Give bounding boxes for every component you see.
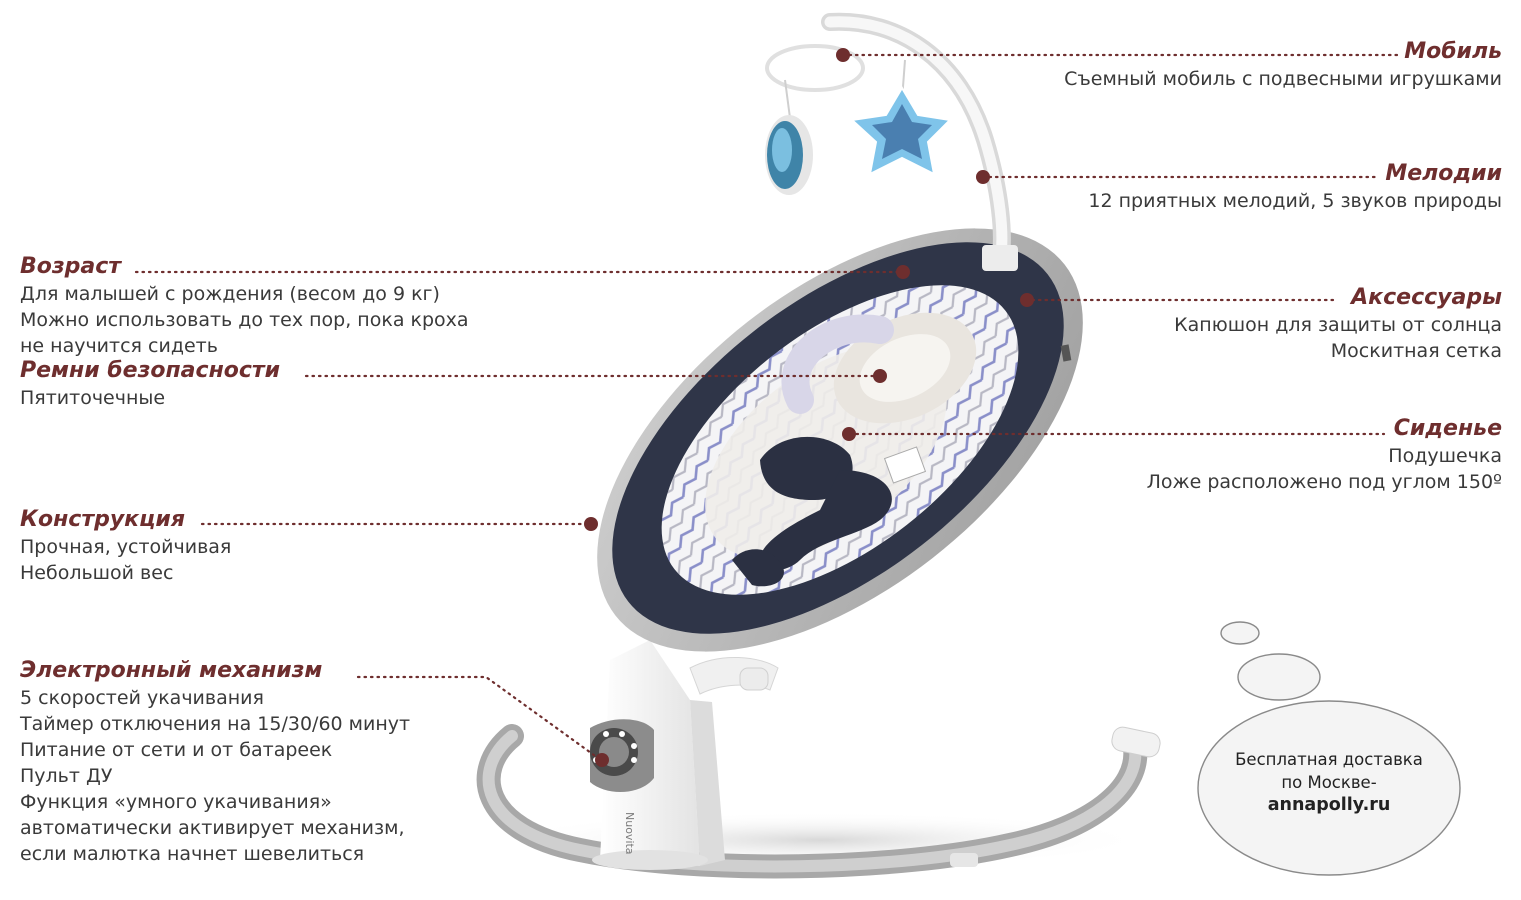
mobile-arm: [765, 12, 1018, 271]
feature-mechanism-line: Функция «умного укачивания»: [20, 791, 332, 813]
callout-dot-accessories: [1020, 293, 1034, 307]
delivery-line-2: по Москве-: [1281, 773, 1377, 792]
feature-mechanism: Электронный механизм 5 скоростей укачива…: [20, 657, 410, 867]
callout-dot-seat: [842, 427, 856, 441]
leader-lines: [134, 53, 1400, 760]
callout-dot-melodies: [976, 170, 990, 184]
feature-construction-line: Прочная, устойчивая: [20, 536, 232, 558]
feature-age-line: Для малышей с рождения (весом до 9 кг): [20, 283, 440, 305]
feature-mobile-line: Съемный мобиль с подвесными игрушками: [1064, 68, 1502, 90]
feature-age: Возраст Для малышей с рождения (весом до…: [20, 253, 469, 359]
feature-seat-line: Ложе расположено под углом 150º: [1146, 471, 1502, 493]
base-ring: [476, 724, 1161, 879]
feature-mechanism-line: Таймер отключения на 15/30/60 минут: [20, 713, 411, 735]
rattle-toy: [765, 115, 813, 195]
feature-belts: Ремни безопасности Пятиточечные: [20, 357, 280, 411]
callout-dot-age: [896, 265, 910, 279]
feature-seat-line: Подушечка: [1388, 445, 1502, 467]
brand-mark: Nuovita: [623, 812, 636, 855]
delivery-bubble: [1197, 621, 1461, 876]
bubble-small: [1220, 621, 1260, 645]
feature-mechanism-line: Питание от сети и от батареек: [20, 739, 333, 761]
feature-mechanism-title: Электронный механизм: [20, 658, 323, 683]
feature-mechanism-line: 5 скоростей укачивания: [20, 687, 264, 709]
callout-dot-mechanism: [595, 753, 609, 767]
feature-age-line: Можно использовать до тех пор, пока крох…: [20, 309, 469, 331]
feature-mechanism-line: если малютка начнет шевелиться: [20, 843, 365, 865]
harness: [732, 436, 927, 587]
feature-belts-line: Пятиточечные: [20, 387, 166, 409]
bubble-medium: [1237, 653, 1321, 701]
callout-dots: [584, 48, 1034, 767]
feature-construction: Конструкция Прочная, устойчивая Небольшо…: [20, 506, 231, 586]
feature-accessories: Аксессуары Капюшон для защиты от солнца …: [1174, 284, 1502, 364]
delivery-line-1: Бесплатная доставка: [1235, 750, 1423, 769]
website-link[interactable]: annapolly.ru: [1267, 795, 1391, 815]
feature-accessories-line: Москитная сетка: [1330, 340, 1502, 362]
feature-age-title: Возраст: [20, 254, 122, 279]
callout-dot-belts: [873, 369, 887, 383]
feature-mechanism-line: Пульт ДУ: [20, 765, 113, 787]
callout-dot-mobile: [836, 48, 850, 62]
feature-melodies-title: Мелодии: [1385, 161, 1502, 186]
feature-melodies-line: 12 приятных мелодий, 5 звуков природы: [1088, 190, 1502, 212]
leader-line-mechanism: [356, 675, 600, 760]
feature-melodies: Мелодии 12 приятных мелодий, 5 звуков пр…: [1088, 160, 1502, 214]
feature-mobile: Мобиль Съемный мобиль с подвесными игруш…: [1064, 38, 1502, 92]
feature-construction-line: Небольшой вес: [20, 562, 174, 584]
feature-mobile-title: Мобиль: [1404, 39, 1502, 64]
feature-construction-title: Конструкция: [20, 507, 185, 532]
bubble-main: [1197, 700, 1461, 876]
feature-seat-title: Сиденье: [1393, 416, 1502, 441]
feature-age-line: не научится сидеть: [20, 335, 218, 357]
callout-dot-construction: [584, 517, 598, 531]
feature-accessories-title: Аксессуары: [1351, 285, 1502, 310]
feature-accessories-line: Капюшон для защиты от солнца: [1174, 314, 1502, 336]
star-toy: [849, 86, 953, 176]
feature-mechanism-line: автоматически активирует механизм,: [20, 817, 405, 839]
seat: [597, 228, 1083, 652]
delivery-note: Бесплатная доставка по Москве- annapolly…: [1202, 748, 1456, 817]
feature-seat: Сиденье Подушечка Ложе расположено под у…: [1147, 415, 1502, 495]
feature-belts-title: Ремни безопасности: [20, 358, 281, 383]
